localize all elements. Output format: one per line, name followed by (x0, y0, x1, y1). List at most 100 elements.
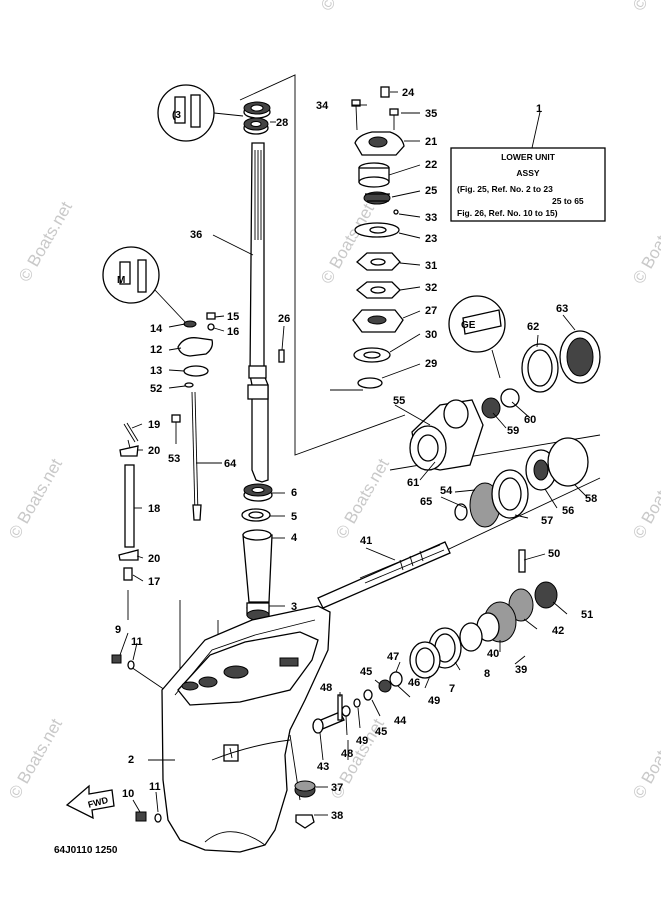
callout-56: 56 (562, 505, 574, 517)
pinion-assy (294, 671, 403, 829)
callout-28: 28 (276, 117, 288, 129)
callout-2: 2 (128, 754, 134, 766)
sealant-icon-top: (3 (157, 84, 244, 142)
callout-65: 65 (420, 496, 432, 508)
callout-32: 32 (425, 282, 437, 294)
svg-text:M: M (117, 275, 125, 286)
callout-64: 64 (224, 458, 237, 470)
shift-rod-assy (118, 312, 285, 581)
callout-numbers: 2 3 4 5 6 7 8 9 10 11 11 12 13 14 15 16 … (115, 87, 597, 822)
propeller-shaft (317, 541, 451, 609)
callout-63: 63 (556, 303, 568, 315)
callout-36: 36 (190, 229, 202, 241)
watermark: © Boats.net (5, 455, 66, 542)
callout-50: 50 (548, 548, 560, 560)
callout-59: 59 (507, 425, 519, 437)
forward-gear-set (409, 549, 558, 679)
sealant-icon-right: GE (448, 295, 506, 379)
drain-plugs (111, 654, 162, 823)
callout-31: 31 (425, 260, 437, 272)
callout-9: 9 (115, 624, 121, 636)
callout-17: 17 (148, 576, 160, 588)
callout-43: 43 (317, 761, 329, 773)
watermark: © Boats.net (629, 0, 661, 14)
drive-shaft (247, 142, 269, 483)
box-line-4: 25 to 65 (552, 196, 584, 206)
callout-12: 12 (150, 344, 162, 356)
watermarks: © Boats.net © Boats.net © Boats.net © Bo… (5, 0, 661, 802)
callout-58: 58 (585, 493, 597, 505)
callout-20b: 20 (148, 553, 160, 565)
callout-48b: 48 (341, 748, 353, 760)
callout-14: 14 (150, 323, 163, 335)
callout-49a: 49 (356, 735, 368, 747)
svg-text:(3: (3 (172, 110, 181, 121)
watermark: © Boats.net (629, 200, 661, 287)
callout-55: 55 (393, 395, 405, 407)
callout-6: 6 (291, 487, 297, 499)
callout-24: 24 (402, 87, 415, 99)
callout-46: 46 (408, 677, 420, 689)
svg-text:GE: GE (461, 320, 476, 331)
callout-42: 42 (552, 625, 564, 637)
callout-45b: 45 (375, 726, 387, 738)
box-line-3: (Fig. 25, Ref. No. 2 to 23 (457, 184, 553, 194)
callout-34: 34 (316, 100, 329, 112)
callout-13: 13 (150, 365, 162, 377)
callout-49b: 49 (428, 695, 440, 707)
callout-19: 19 (148, 419, 160, 431)
callout-38: 38 (331, 810, 343, 822)
box-line-2: ASSY (516, 168, 539, 178)
watermark: © Boats.net (317, 0, 378, 14)
lower-case (161, 605, 331, 853)
watermark: © Boats.net (629, 715, 661, 802)
callout-5: 5 (291, 511, 297, 523)
water-pump-stack (351, 86, 405, 389)
callout-4: 4 (291, 532, 298, 544)
watermark: © Boats.net (15, 198, 76, 285)
watermark: © Boats.net (629, 455, 661, 542)
callout-7: 7 (449, 683, 455, 695)
callout-48a: 48 (320, 682, 332, 694)
callout-51: 51 (581, 609, 593, 621)
callout-11a: 11 (131, 636, 143, 648)
callout-37: 37 (331, 782, 343, 794)
callout-60: 60 (524, 414, 536, 426)
callout-47: 47 (387, 651, 399, 663)
callout-45a: 45 (360, 666, 372, 678)
callout-10: 10 (122, 788, 134, 800)
bearing-housing-gears (409, 330, 601, 528)
callout-18: 18 (148, 503, 160, 515)
callout-44: 44 (394, 715, 407, 727)
callout-57: 57 (541, 515, 553, 527)
callout-35: 35 (425, 108, 437, 120)
callout-21: 21 (425, 136, 437, 148)
lower-unit-assy-box: 1 LOWER UNIT ASSY (Fig. 25, Ref. No. 2 t… (450, 103, 606, 222)
callout-53: 53 (168, 453, 180, 465)
callout-8: 8 (484, 668, 490, 680)
forward-arrow: FWD (65, 784, 115, 820)
box-line-1: LOWER UNIT (501, 152, 556, 162)
callout-23: 23 (425, 233, 437, 245)
callout-26: 26 (278, 313, 290, 325)
callout-25: 25 (425, 185, 437, 197)
callout-11b: 11 (149, 781, 161, 793)
callout-30: 30 (425, 329, 437, 341)
watermark: © Boats.net (5, 715, 66, 802)
watermark: © Boats.net (332, 455, 393, 542)
driveshaft-bearings (241, 483, 273, 621)
box-line-5: Fig. 26, Ref. No. 10 to 15) (457, 208, 558, 218)
callout-33: 33 (425, 212, 437, 224)
watermark: © Boats.net (317, 200, 378, 287)
callout-61: 61 (407, 477, 419, 489)
leader-lines (119, 91, 588, 816)
callout-16: 16 (227, 326, 239, 338)
callout-62: 62 (527, 321, 539, 333)
callout-1: 1 (536, 103, 542, 115)
callout-52: 52 (150, 383, 162, 395)
callout-27: 27 (425, 305, 437, 317)
callout-54: 54 (440, 485, 453, 497)
bearing-28 (243, 101, 271, 135)
callout-3: 3 (291, 601, 297, 613)
callout-39: 39 (515, 664, 527, 676)
